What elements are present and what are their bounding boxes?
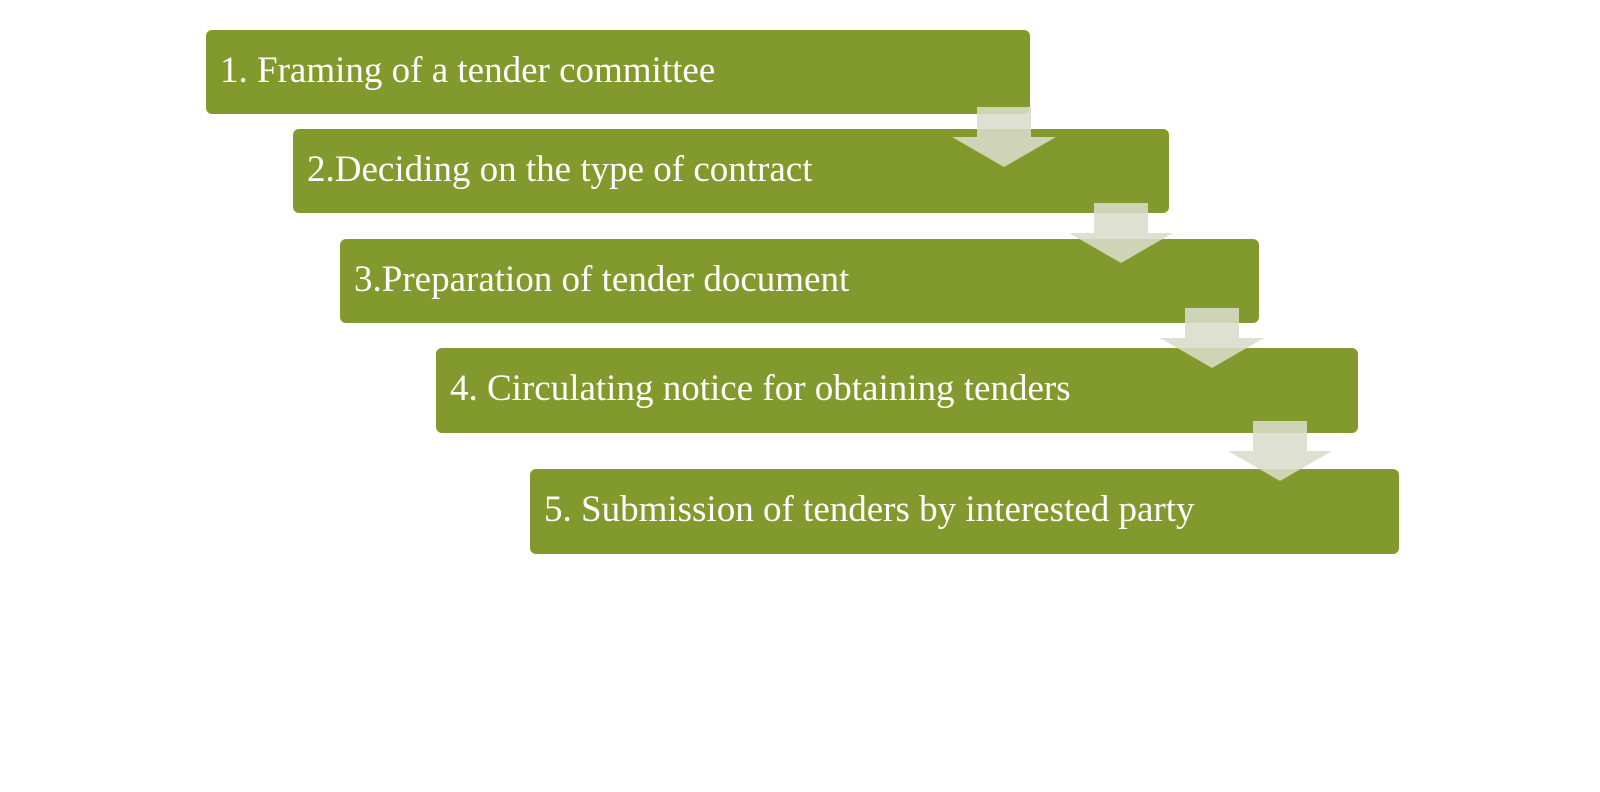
step-1-box: 1. Framing of a tender committee: [206, 30, 1030, 114]
step-3-box: 3.Preparation of tender document: [340, 239, 1259, 323]
down-arrow-icon: [952, 107, 1056, 167]
down-arrow-icon: [1069, 203, 1173, 263]
down-arrow-icon: [1228, 421, 1332, 481]
step-2-label: 2.Deciding on the type of contract: [307, 148, 813, 190]
down-arrow-icon: [1160, 308, 1264, 368]
step-1-label: 1. Framing of a tender committee: [220, 49, 716, 91]
step-2-box: 2.Deciding on the type of contract: [293, 129, 1169, 213]
step-5-label: 5. Submission of tenders by interested p…: [544, 489, 1195, 530]
step-4-label: 4. Circulating notice for obtaining tend…: [450, 368, 1071, 409]
step-3-label: 3.Preparation of tender document: [354, 258, 850, 300]
step-5-box: 5. Submission of tenders by interested p…: [530, 469, 1399, 554]
